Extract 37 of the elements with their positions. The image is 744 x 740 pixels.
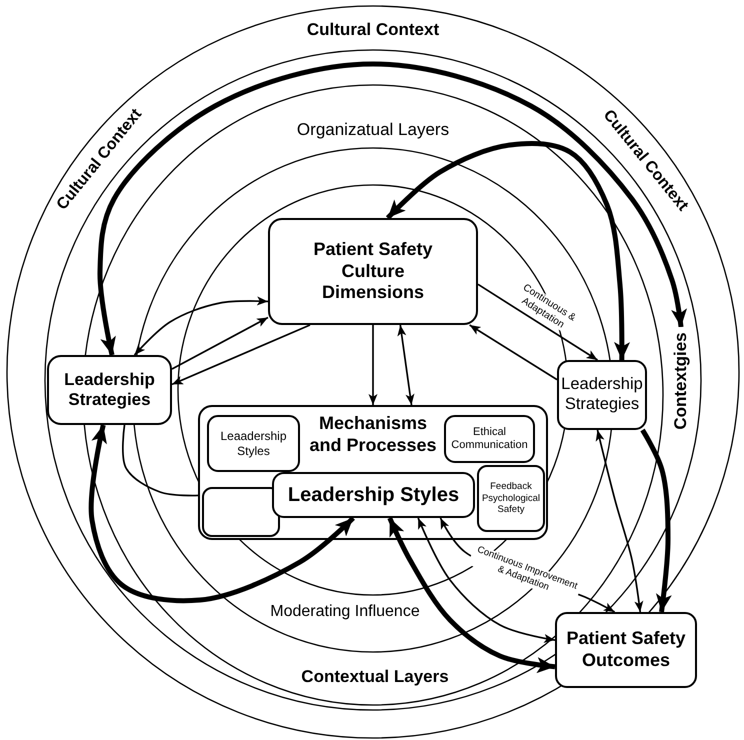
empty-box (202, 487, 280, 537)
node-label: Patient Safety Outcomes (565, 628, 687, 672)
group-panel (198, 405, 548, 540)
node-label: Leaadership Styles (219, 429, 288, 458)
thick-double-headed-arrow (387, 517, 556, 674)
rounded-box (47, 355, 172, 425)
node-label: Patient Safety Culture Dimensions (312, 239, 434, 304)
thick-arrow (640, 428, 672, 612)
ring-label: Moderating Influence (269, 602, 421, 622)
double-headed-arrow (397, 324, 414, 406)
rounded-box (555, 612, 697, 688)
arrow (172, 316, 268, 370)
ring-label: Contextual Layers (300, 667, 450, 687)
arrow (478, 284, 598, 361)
rounded-box (207, 415, 300, 472)
node-label: Feedback Psychological Safety (480, 481, 542, 516)
ring-label: Organizatual Layers (296, 120, 450, 140)
node-label: Leadership Strategies (560, 375, 644, 415)
node-label: Leadership Styles (288, 483, 460, 507)
rounded-box (444, 415, 535, 463)
rounded-box (272, 472, 475, 518)
arrow (469, 324, 558, 380)
rounded-box (268, 218, 478, 325)
node-label: Leadership Strategies (63, 370, 156, 410)
node-label: Ethical Communication (450, 426, 529, 452)
thick-double-headed-arrow (98, 62, 687, 356)
thick-double-headed-arrow (88, 424, 355, 604)
double-headed-arrow (134, 296, 268, 356)
rounded-box (557, 360, 647, 430)
thick-double-headed-arrow (386, 141, 630, 360)
panel-heading: Mechanisms and Processes (308, 413, 438, 456)
double-headed-arrow (417, 518, 556, 643)
rounded-box (477, 465, 545, 532)
connector-line (122, 424, 198, 496)
arrow (368, 325, 378, 405)
double-headed-arrow (596, 430, 644, 612)
arrow (172, 324, 310, 386)
